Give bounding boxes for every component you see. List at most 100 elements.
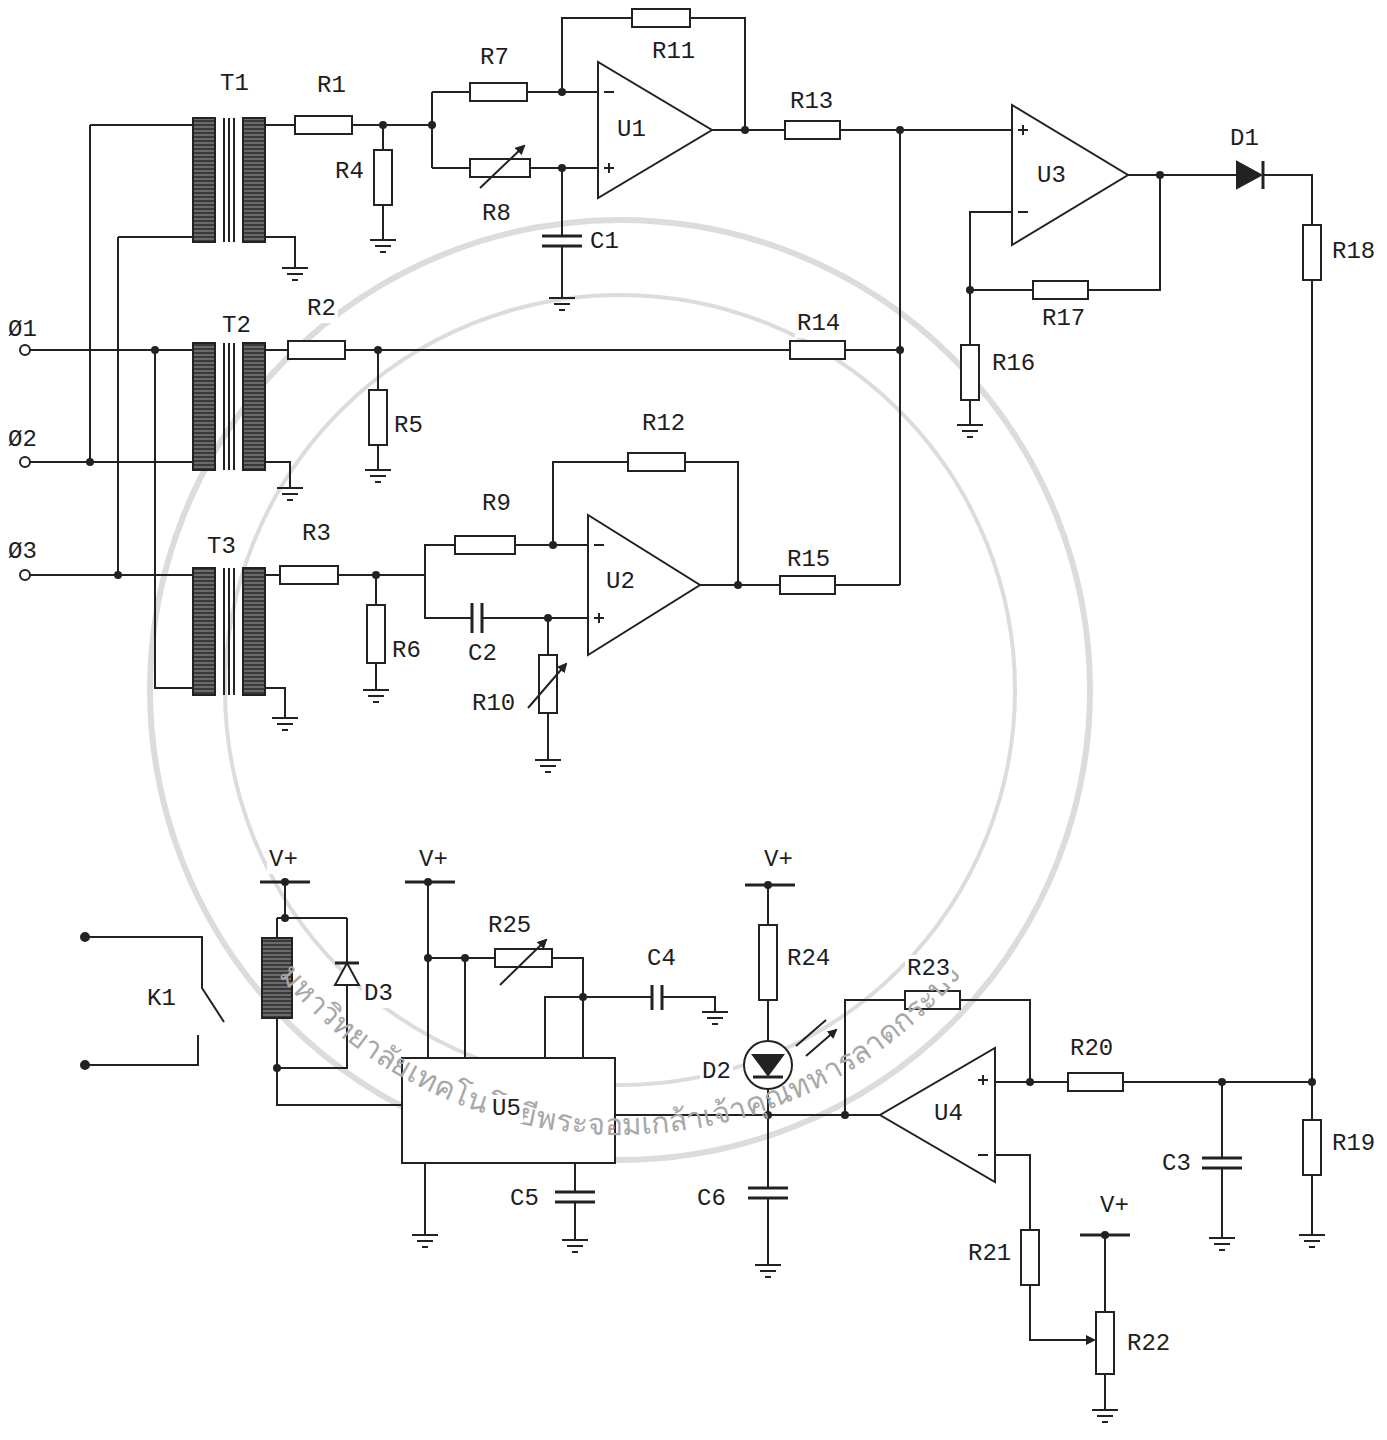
component-label: U3 bbox=[1035, 162, 1068, 190]
component-label: T3 bbox=[205, 533, 238, 561]
component-label: R8 bbox=[480, 200, 513, 228]
component-label: D1 bbox=[1228, 125, 1261, 153]
capacitor-symbol bbox=[555, 1192, 595, 1202]
component-label: R24 bbox=[785, 945, 832, 973]
component-label: R6 bbox=[390, 637, 423, 665]
component-label: Ø3 bbox=[6, 538, 39, 566]
resistor-symbol bbox=[470, 83, 527, 101]
led-symbol bbox=[753, 1055, 783, 1075]
component-label: C5 bbox=[508, 1185, 541, 1213]
terminal bbox=[20, 345, 30, 355]
opamp-symbol bbox=[880, 1048, 995, 1182]
diode-symbol bbox=[335, 962, 359, 965]
led-symbol bbox=[744, 1041, 792, 1089]
component-label: R9 bbox=[480, 490, 513, 518]
component-label: V+ bbox=[762, 846, 795, 874]
component-label: R13 bbox=[788, 88, 835, 116]
component-label: U4 bbox=[932, 1100, 965, 1128]
component-label: R5 bbox=[392, 412, 425, 440]
resistor-symbol bbox=[961, 345, 979, 400]
terminal bbox=[20, 570, 30, 580]
component-label: R17 bbox=[1040, 305, 1087, 333]
component-label: Ø2 bbox=[6, 426, 39, 454]
component-label: R7 bbox=[478, 44, 511, 72]
wire bbox=[562, 18, 1012, 585]
resistor-symbol bbox=[374, 150, 392, 205]
opamp-symbol bbox=[1012, 105, 1128, 245]
component-label: R4 bbox=[333, 158, 366, 186]
capacitor-symbol bbox=[542, 236, 582, 246]
capacitor-symbol bbox=[1202, 1158, 1242, 1168]
transformer-symbol bbox=[193, 568, 265, 695]
watermark-text: มหาวิทยาลัยเทคโนโลยีพระจอมเกล้าเจ้าคุณทห… bbox=[273, 957, 967, 1142]
component-label: V+ bbox=[1098, 1192, 1131, 1220]
light-arrow bbox=[796, 1020, 836, 1056]
resistor-symbol bbox=[759, 925, 777, 1000]
terminal bbox=[20, 457, 30, 467]
component-label: Ø1 bbox=[6, 316, 39, 344]
seal-ring bbox=[225, 295, 1015, 1085]
watermark-text: มหาวิทยาลัยเทคโนโลยีพระจอมเกล้าเจ้าคุณทห… bbox=[273, 957, 967, 1142]
component-label: U5 bbox=[490, 1095, 523, 1123]
component-label: R16 bbox=[990, 350, 1037, 378]
wire bbox=[352, 92, 598, 298]
component-label: D3 bbox=[362, 980, 395, 1008]
opamp-pin-sign bbox=[1018, 125, 1028, 212]
resistor-symbol bbox=[790, 341, 845, 359]
junction-dot bbox=[86, 88, 1316, 1239]
component-label: U2 bbox=[604, 568, 637, 596]
resistor-symbol bbox=[628, 453, 685, 471]
resistor-symbol bbox=[1033, 281, 1088, 299]
diode-symbol bbox=[1262, 161, 1265, 189]
opamp-pin-sign bbox=[978, 1075, 988, 1155]
seal-ring bbox=[150, 220, 1090, 1160]
component-label: R15 bbox=[785, 546, 832, 574]
wire bbox=[425, 882, 715, 1240]
resistor-symbol bbox=[369, 390, 387, 445]
component-label: C2 bbox=[466, 640, 499, 668]
capacitor-symbol bbox=[652, 985, 662, 1010]
resistor-symbol bbox=[780, 576, 835, 594]
variable-arrow bbox=[480, 146, 524, 188]
component-label: V+ bbox=[417, 846, 450, 874]
component-label: R19 bbox=[1330, 1130, 1377, 1158]
component-label: R18 bbox=[1330, 238, 1377, 266]
wiper-arrow bbox=[1030, 1339, 1094, 1341]
resistor-symbol bbox=[295, 116, 352, 134]
wire bbox=[338, 462, 900, 760]
opamp-symbol bbox=[598, 62, 712, 198]
wire bbox=[277, 882, 402, 1105]
resistor-symbol bbox=[632, 9, 690, 27]
component-label: C6 bbox=[695, 1185, 728, 1213]
component-label: V+ bbox=[267, 846, 300, 874]
resistor-symbol bbox=[905, 991, 960, 1009]
component-label: C4 bbox=[645, 945, 678, 973]
resistor-symbol bbox=[1021, 1230, 1039, 1285]
potentiometer-symbol bbox=[1096, 1312, 1114, 1374]
wire bbox=[615, 1000, 1312, 1410]
wire bbox=[265, 125, 295, 718]
opamp-symbol bbox=[588, 515, 700, 655]
component-label: C3 bbox=[1160, 1150, 1193, 1178]
led-symbol bbox=[753, 1076, 783, 1079]
component-label: T2 bbox=[220, 312, 253, 340]
transformer-symbol bbox=[193, 343, 265, 470]
ic-box bbox=[402, 1058, 615, 1163]
component-label: R1 bbox=[315, 72, 348, 100]
capacitor-symbol bbox=[748, 1188, 788, 1198]
relay-coil bbox=[262, 938, 292, 1018]
capacitor-symbol bbox=[472, 603, 482, 633]
component-label: R23 bbox=[905, 955, 952, 983]
variable-arrow bbox=[500, 940, 546, 985]
resistor-symbol bbox=[455, 536, 515, 554]
component-label: R25 bbox=[486, 912, 533, 940]
resistor-symbol bbox=[1303, 225, 1321, 280]
resistor-symbol bbox=[785, 121, 840, 139]
resistor-symbol bbox=[495, 949, 552, 967]
component-label: D2 bbox=[700, 1058, 733, 1086]
wire bbox=[30, 125, 193, 688]
resistor-symbol bbox=[288, 341, 345, 359]
resistor-symbol bbox=[1303, 1120, 1321, 1175]
